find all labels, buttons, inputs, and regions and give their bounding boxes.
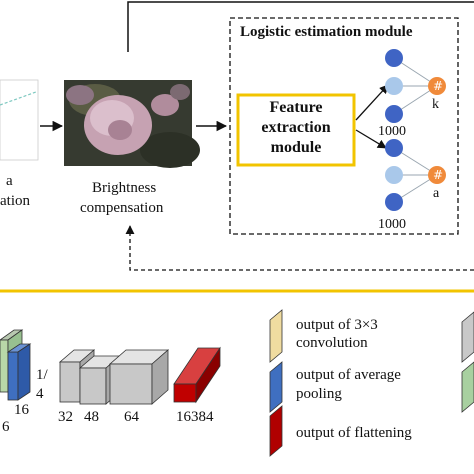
arrow-to-k-branch [355,84,389,121]
legend-swatch-green-partial [461,361,474,413]
output-k-label: k [432,97,439,112]
legend-pooling-line1: output of average [296,367,401,383]
legend-swatch-conv [269,309,283,363]
feature-line-1: Feature [269,99,323,116]
dim-label-16: 16 [14,402,29,418]
brightness-label-line1: Brightness [92,180,157,196]
logistic-module-box [229,17,459,235]
legend-conv-line2: convolution [296,335,368,351]
arrow-to-a-branch [355,129,387,149]
output-a-label: a [433,186,440,201]
input-label-line1: a [6,173,13,189]
brightness-label-line2: compensation [80,200,164,216]
node-a-1 [385,139,403,157]
dim-label-frac-den: 4 [36,386,44,402]
feature-line-3: module [270,139,322,156]
node-k-2 [385,77,403,95]
gray-block-64 [108,349,170,405]
block-label-32: 32 [58,409,73,425]
network-structure-panel [0,289,474,293]
feature-extraction-box [236,93,356,167]
flower-image [64,80,200,168]
legend-swatch-gray-partial [461,311,474,363]
block-label-16384: 16384 [176,409,214,425]
legend-swatch-flatten [269,405,283,457]
gray-block-48 [78,355,122,405]
logistic-module-title: Logistic estimation module [240,24,413,40]
red-flatten-block [173,346,221,404]
node-a-3 [385,193,403,211]
legend-pooling-line2: pooling [296,386,342,402]
dim-label-frac-num: 1/ [36,367,48,383]
output-a-symbol: # [433,168,444,182]
block-label-48: 48 [84,409,99,425]
output-node-k [428,77,446,95]
feedback-line-dashed [125,225,474,271]
dim-label-6: 6 [2,419,10,435]
output-k-symbol: # [433,79,444,93]
node-k-1 [385,49,403,67]
feature-line-2: extraction [261,119,331,136]
feature-extraction-label: Feature extraction module [240,98,352,158]
legend-conv-line1: output of 3×3 [296,317,378,333]
count-bottom-label: 1000 [378,217,406,232]
output-node-a [428,166,446,184]
node-k-3 [385,105,403,123]
input-label-line2: ation [0,193,30,209]
legend-swatch-pooling [269,361,283,413]
node-a-2 [385,166,403,184]
count-top-label: 1000 [378,124,406,139]
input-plot [0,79,39,161]
left-block-stack [0,329,32,401]
legend-flatten-line1: output of flattening [296,425,412,441]
block-label-64: 64 [124,409,139,425]
feedback-line-top [127,1,474,52]
